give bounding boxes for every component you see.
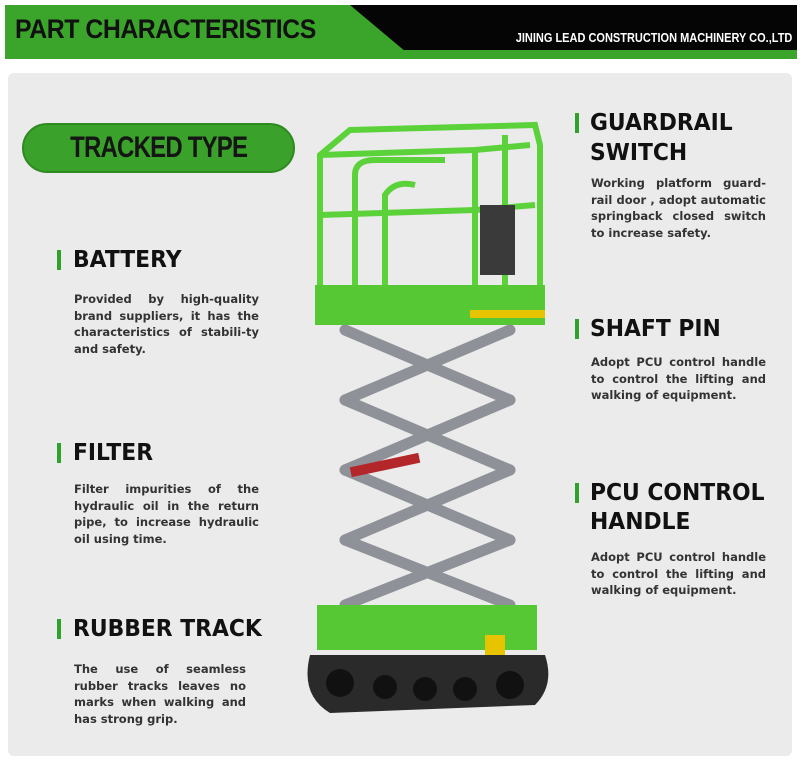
accent-bar <box>575 319 579 339</box>
accent-bar <box>57 443 61 463</box>
company-name: JINING LEAD CONSTRUCTION MACHINERY CO.,L… <box>515 31 792 45</box>
page-title: PART CHARACTERISTICS <box>15 14 316 44</box>
feature-text-shaft-pin: Adopt PCU control handle to control the … <box>591 355 766 402</box>
feature-text-pcu: Adopt PCU control handle to control the … <box>591 550 766 597</box>
accent-bar <box>575 483 579 503</box>
warning-stripe <box>470 310 545 318</box>
feature-title-battery: BATTERY <box>73 247 182 273</box>
platform-deck <box>315 285 545 325</box>
accent-bar <box>575 113 579 133</box>
feature-text-battery: Provided by high-quality brand suppliers… <box>74 292 259 356</box>
feature-title-filter: FILTER <box>73 440 154 466</box>
feature-text-filter: Filter impurities of the hydraulic oil i… <box>74 482 259 546</box>
feature-text-rubber-track: The use of seamless rubber tracks leaves… <box>74 662 246 726</box>
feature-title-shaft-pin: SHAFT PIN <box>590 316 721 342</box>
feature-text-guardrail: Working platform guard-rail door , adopt… <box>591 176 766 240</box>
feature-title-pcu-2: HANDLE <box>590 509 691 535</box>
accent-bar <box>57 250 61 270</box>
tracked-type-badge: TRACKED TYPE <box>22 123 295 173</box>
feature-title-rubber-track: RUBBER TRACK <box>73 616 262 642</box>
accent-bar <box>57 619 61 639</box>
hydraulic-cylinder <box>349 452 421 478</box>
control-box <box>480 205 515 275</box>
feature-title-guardrail-2: SWITCH <box>590 140 688 166</box>
header-black-band <box>350 5 797 50</box>
feature-title-pcu: PCU CONTROL <box>590 480 765 506</box>
scissor-lift-image <box>307 121 549 713</box>
feature-title-guardrail: GUARDRAIL <box>590 110 733 136</box>
